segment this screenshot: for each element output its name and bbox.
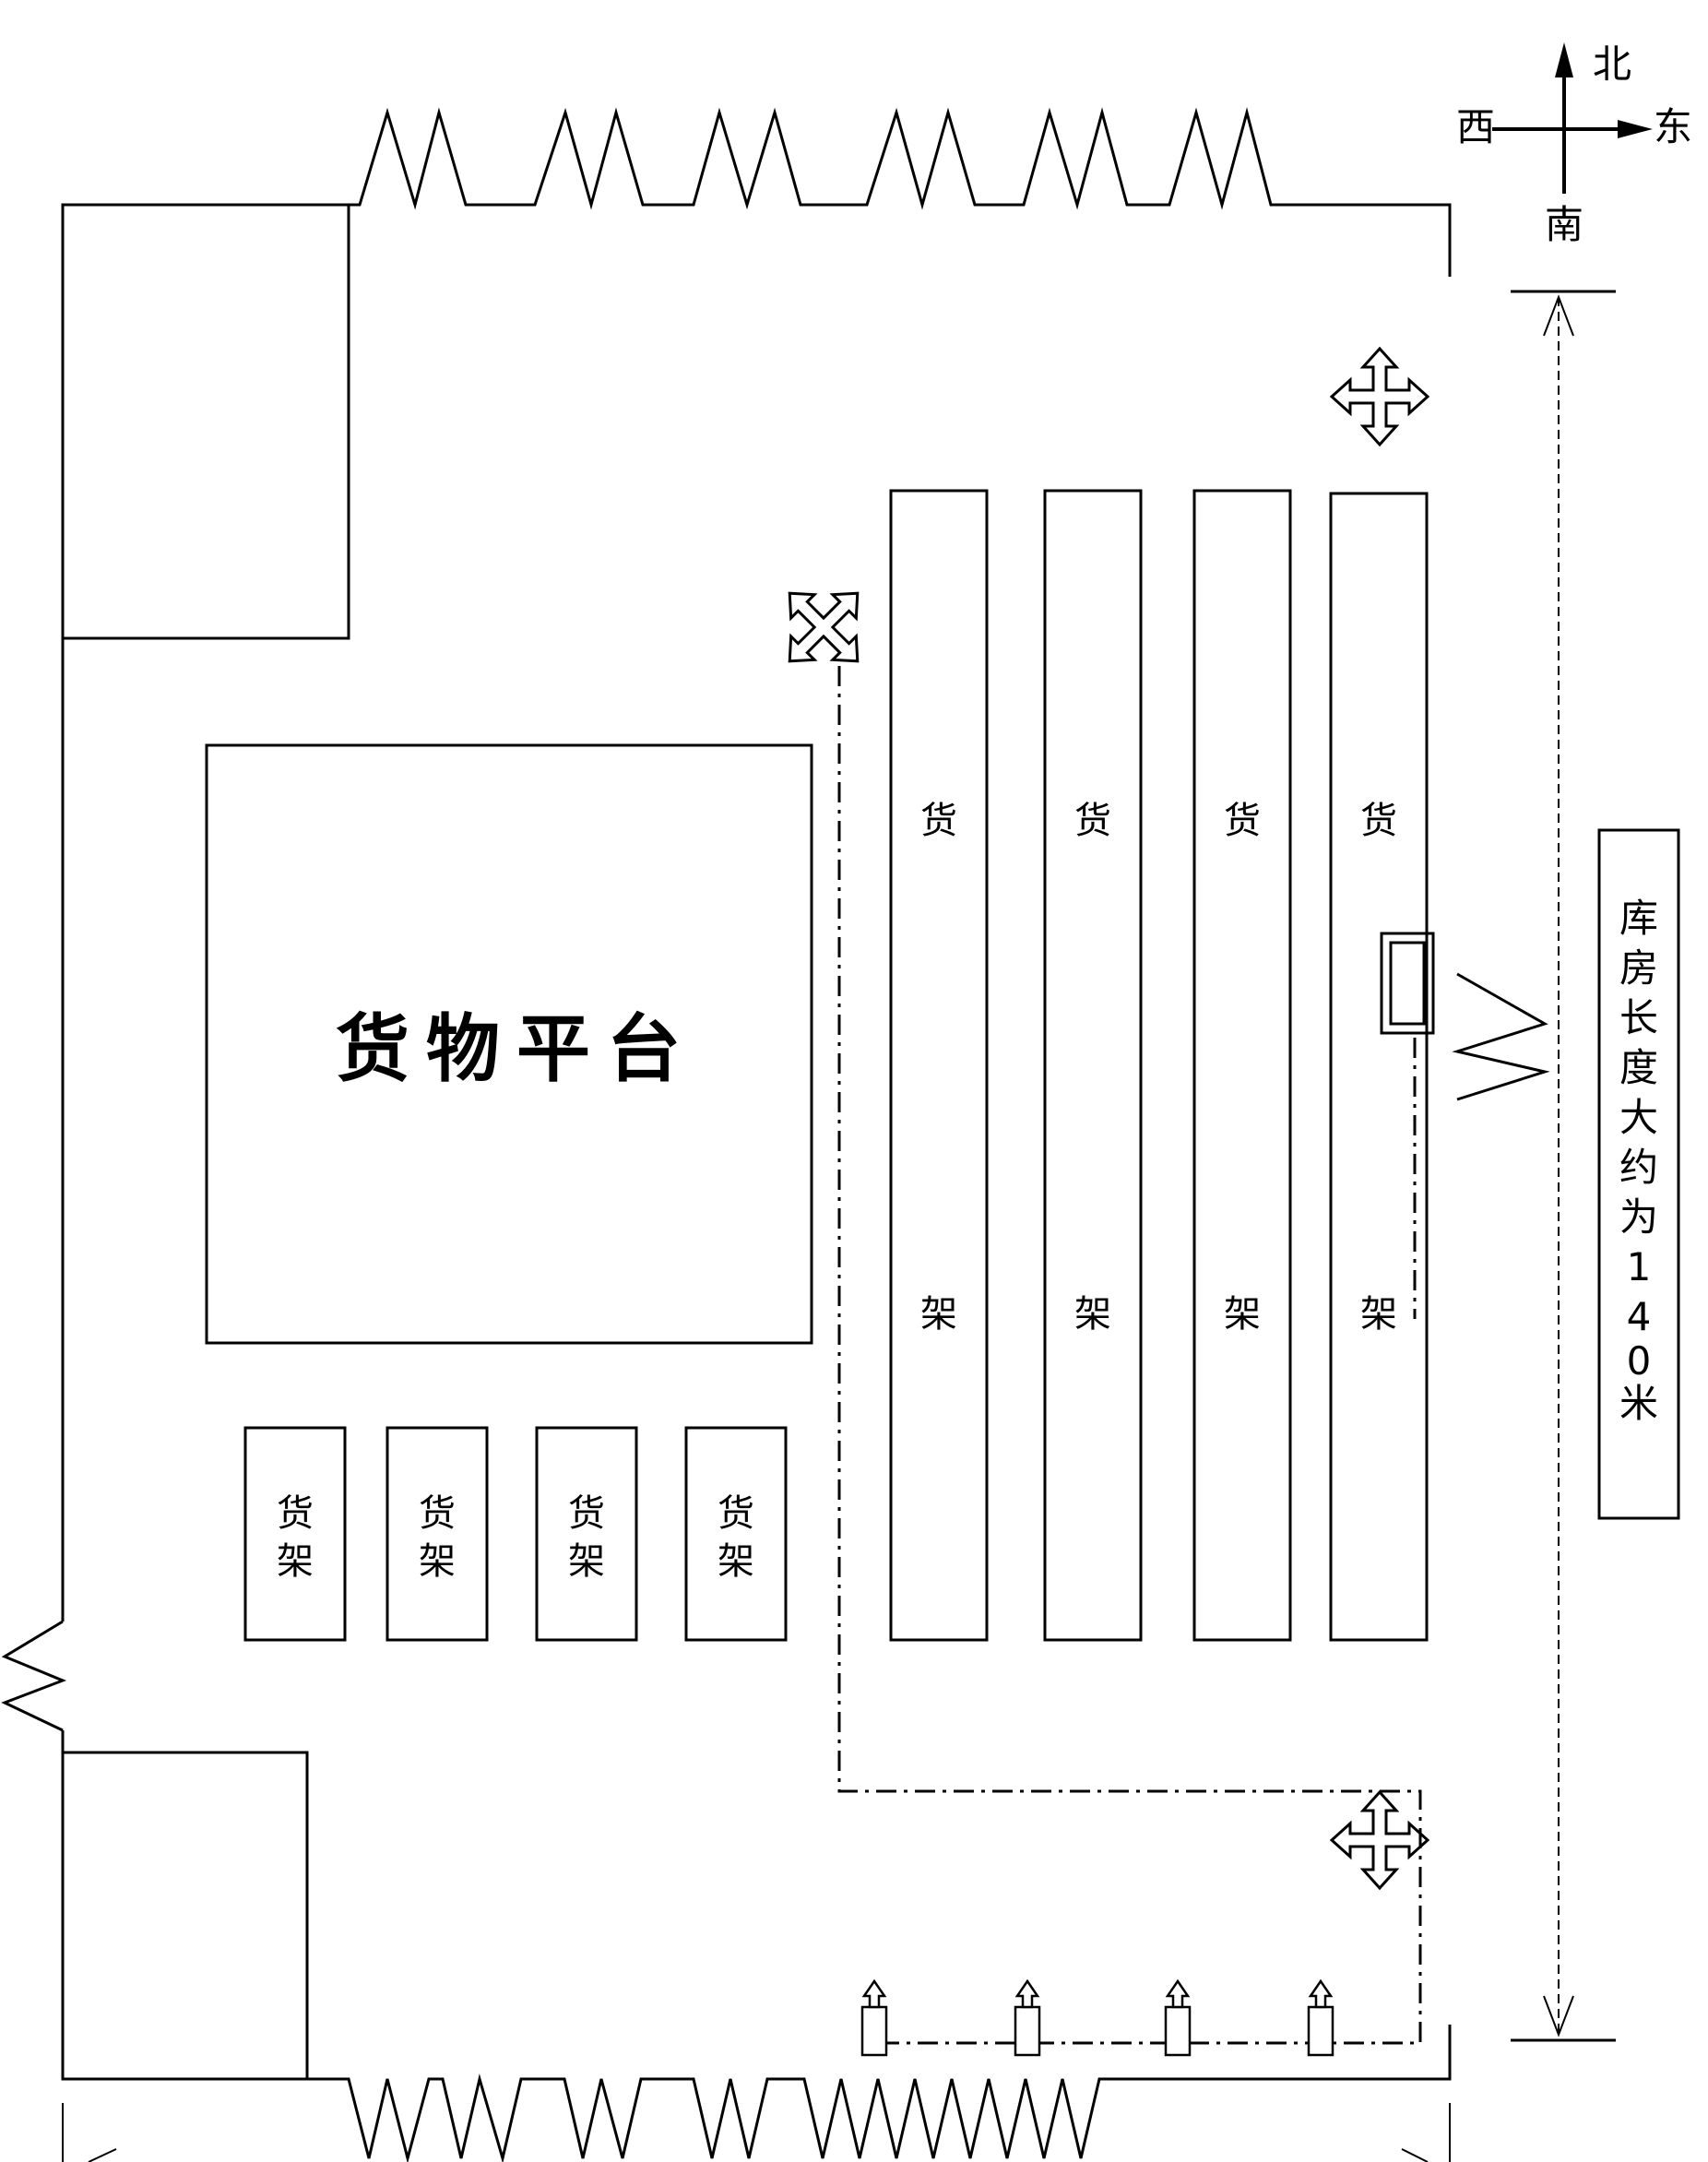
tall-shelves [889, 489, 1429, 1642]
length-note-char: 房 [1619, 945, 1658, 991]
four-way-arrow-icon [1329, 346, 1430, 447]
compass-west: 西 [1456, 104, 1495, 149]
small-shelf-bottom-char: 架 [568, 1540, 605, 1583]
compass-icon: 北 西 东 南 [1456, 42, 1692, 247]
compass-east: 东 [1654, 104, 1692, 149]
length-note-char: 0 [1627, 1338, 1652, 1384]
small-shelf-bottom-char: 架 [718, 1540, 754, 1583]
four-way-arrow-icon [1329, 1789, 1430, 1891]
small-shelf-top-char: 货 [568, 1492, 605, 1535]
tall-shelf [1329, 492, 1429, 1642]
length-note-char: 长 [1619, 995, 1658, 1040]
up-arrow-icon [860, 1978, 888, 2057]
east-door-zigzag [1452, 972, 1550, 1101]
length-note-char: 为 [1619, 1194, 1658, 1240]
tall-shelf [1043, 489, 1143, 1642]
small-shelf-top-char: 货 [419, 1492, 456, 1535]
length-note-char: 库 [1619, 896, 1658, 941]
length-note-text: 库 房 长 度 大 约 为 1 4 0 米 [1619, 896, 1658, 1426]
small-shelf-bottom-char: 架 [277, 1540, 314, 1583]
up-arrow-icon [1307, 1978, 1334, 2057]
length-note-char: 大 [1619, 1095, 1658, 1140]
compass-south: 南 [1545, 202, 1583, 247]
length-note-char: 度 [1619, 1045, 1658, 1090]
tall-shelf-top-char: 货 [920, 800, 957, 842]
tall-shelf-bottom-char: 架 [1074, 1293, 1111, 1336]
route-west [837, 666, 1422, 2045]
up-arrow-icon [1164, 1978, 1192, 2057]
tall-shelf-top-char: 货 [1074, 800, 1111, 842]
length-note-char: 米 [1619, 1381, 1658, 1426]
small-shelf-top-char: 货 [277, 1492, 314, 1535]
small-shelf-bottom-char: 架 [419, 1540, 456, 1583]
length-note: 库 房 长 度 大 约 为 1 4 0 米 [1597, 828, 1680, 1520]
length-note-box [1597, 828, 1680, 1520]
small-shelf-top-char: 货 [718, 1492, 754, 1535]
small-shelves [243, 1426, 788, 1642]
up-arrow-icon [1014, 1978, 1041, 2057]
platform-box [205, 743, 813, 1345]
tall-shelf [889, 489, 989, 1642]
south-wall [63, 2025, 1452, 2162]
compass-north: 北 [1593, 42, 1631, 87]
tall-shelf-top-char: 货 [1360, 800, 1397, 842]
dimension-arrow-bottom-icon [1543, 1995, 1574, 2037]
dimension-arrow-top-icon [1543, 294, 1574, 337]
four-way-arrow-icon [788, 591, 860, 663]
tall-shelf-bottom-char: 架 [1360, 1293, 1397, 1336]
extinguisher-box-icon [1380, 932, 1435, 1035]
tall-shelf [1192, 489, 1292, 1642]
platform-title: 货物平台 [336, 1006, 697, 1092]
small-shelf-labels: 货 架 货 架 货 架 货 架 [277, 1492, 754, 1583]
up-arrow-markers [860, 1978, 1334, 2057]
length-note-char: 约 [1619, 1145, 1658, 1190]
small-shelf [243, 1426, 347, 1642]
west-door-zigzag [1, 1620, 67, 1732]
corner-rooms [61, 203, 350, 2081]
length-note-char: 1 [1627, 1244, 1652, 1289]
northwest-room [61, 203, 350, 640]
tall-shelf-labels: 货 架 货 架 货 架 货 架 [920, 800, 1397, 1336]
dash-dot-routes [837, 666, 1422, 2045]
outer-walls [1, 107, 1452, 2162]
small-shelf [684, 1426, 788, 1642]
small-shelf [385, 1426, 489, 1642]
bottom-dimension-hint [62, 2103, 1451, 2162]
tall-shelf-bottom-char: 架 [1224, 1293, 1261, 1336]
tall-shelf-top-char: 货 [1224, 800, 1261, 842]
length-dimension [1511, 290, 1616, 2042]
small-shelf [535, 1426, 638, 1642]
length-note-char: 4 [1627, 1294, 1652, 1339]
cargo-platform: 货物平台 [205, 743, 813, 1345]
tall-shelf-bottom-char: 架 [920, 1293, 957, 1336]
north-wall [63, 107, 1452, 277]
southwest-room [61, 1751, 309, 2081]
